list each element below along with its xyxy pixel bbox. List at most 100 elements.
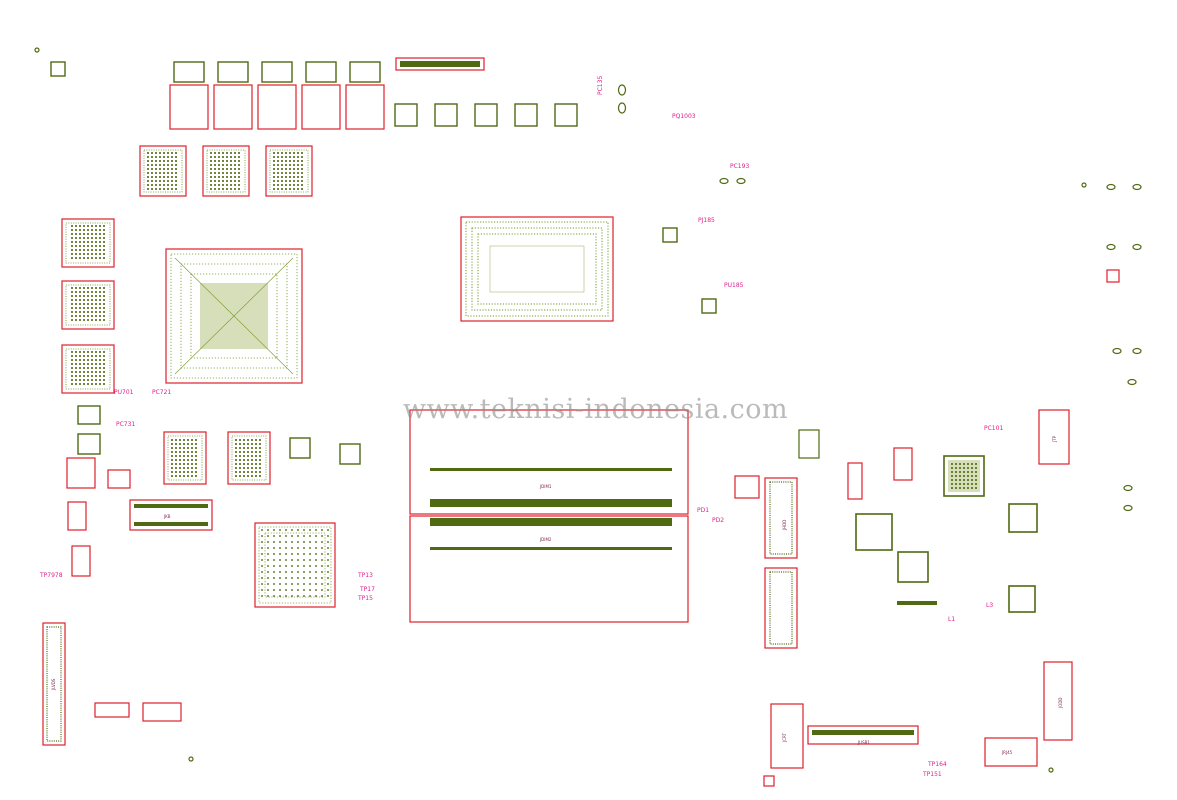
pad bbox=[151, 176, 153, 178]
pad bbox=[79, 355, 81, 357]
pad bbox=[159, 156, 161, 158]
pad bbox=[226, 172, 228, 174]
pad bbox=[159, 164, 161, 166]
pad bbox=[273, 571, 275, 573]
pad bbox=[71, 229, 73, 231]
pad bbox=[155, 184, 157, 186]
pad bbox=[967, 463, 969, 465]
pad bbox=[239, 475, 241, 477]
pad bbox=[315, 565, 317, 567]
pad bbox=[183, 451, 185, 453]
pad bbox=[277, 184, 279, 186]
pad bbox=[191, 463, 193, 465]
pad bbox=[255, 463, 257, 465]
pad bbox=[87, 257, 89, 259]
pad bbox=[963, 471, 965, 473]
pad bbox=[291, 529, 293, 531]
pad bbox=[291, 571, 293, 573]
label-tp13: TP13 bbox=[357, 572, 373, 579]
pad bbox=[234, 164, 236, 166]
pad bbox=[261, 565, 263, 567]
pad bbox=[273, 589, 275, 591]
pad bbox=[309, 571, 311, 573]
pad bbox=[327, 541, 329, 543]
pad bbox=[159, 188, 161, 190]
pad bbox=[239, 471, 241, 473]
pad bbox=[210, 152, 212, 154]
pad bbox=[83, 311, 85, 313]
pad bbox=[103, 383, 105, 385]
pad bbox=[259, 439, 261, 441]
pad bbox=[87, 225, 89, 227]
pad bbox=[218, 168, 220, 170]
pad bbox=[95, 367, 97, 369]
pad bbox=[83, 363, 85, 365]
pad bbox=[195, 455, 197, 457]
pad bbox=[218, 160, 220, 162]
label-pu185: PU185 bbox=[724, 282, 744, 289]
pad bbox=[71, 241, 73, 243]
pad bbox=[293, 184, 295, 186]
pad bbox=[167, 172, 169, 174]
pad bbox=[75, 245, 77, 247]
pad bbox=[175, 447, 177, 449]
pad bbox=[235, 471, 237, 473]
pad bbox=[83, 319, 85, 321]
pad bbox=[247, 471, 249, 473]
pad bbox=[285, 176, 287, 178]
pad bbox=[187, 447, 189, 449]
pad bbox=[281, 188, 283, 190]
pad bbox=[71, 375, 73, 377]
label-jkb: JKB bbox=[163, 514, 171, 519]
pad bbox=[315, 547, 317, 549]
label-pd1: PD1 bbox=[697, 507, 709, 514]
pad bbox=[303, 589, 305, 591]
pad bbox=[309, 559, 311, 561]
pad bbox=[955, 467, 957, 469]
pad bbox=[95, 375, 97, 377]
label-pq1003: PQ1003 bbox=[672, 113, 696, 120]
pad bbox=[75, 307, 77, 309]
pad bbox=[238, 188, 240, 190]
pad bbox=[267, 595, 269, 597]
pad bbox=[301, 180, 303, 182]
pad bbox=[297, 595, 299, 597]
pad bbox=[171, 180, 173, 182]
pad bbox=[79, 319, 81, 321]
pad bbox=[255, 475, 257, 477]
pad bbox=[273, 180, 275, 182]
pad bbox=[951, 475, 953, 477]
pad bbox=[75, 379, 77, 381]
pad bbox=[151, 156, 153, 158]
pad bbox=[218, 152, 220, 154]
pad bbox=[147, 184, 149, 186]
pad bbox=[75, 311, 77, 313]
pad bbox=[297, 529, 299, 531]
pad bbox=[301, 184, 303, 186]
pad bbox=[230, 156, 232, 158]
pad bbox=[155, 176, 157, 178]
pad bbox=[297, 176, 299, 178]
pad bbox=[273, 577, 275, 579]
pad bbox=[267, 529, 269, 531]
pad bbox=[183, 459, 185, 461]
pad bbox=[967, 471, 969, 473]
pad bbox=[239, 443, 241, 445]
pad bbox=[321, 559, 323, 561]
pad bbox=[279, 529, 281, 531]
pad bbox=[259, 451, 261, 453]
pad bbox=[151, 160, 153, 162]
pad bbox=[281, 152, 283, 154]
pad bbox=[183, 447, 185, 449]
pad bbox=[214, 168, 216, 170]
pad bbox=[285, 156, 287, 158]
pad bbox=[321, 589, 323, 591]
pad bbox=[159, 160, 161, 162]
pad bbox=[163, 188, 165, 190]
label-pc135: PC135 bbox=[597, 76, 604, 95]
pad bbox=[267, 571, 269, 573]
pad bbox=[183, 439, 185, 441]
pad bbox=[87, 355, 89, 357]
pad bbox=[327, 589, 329, 591]
pad bbox=[91, 367, 93, 369]
